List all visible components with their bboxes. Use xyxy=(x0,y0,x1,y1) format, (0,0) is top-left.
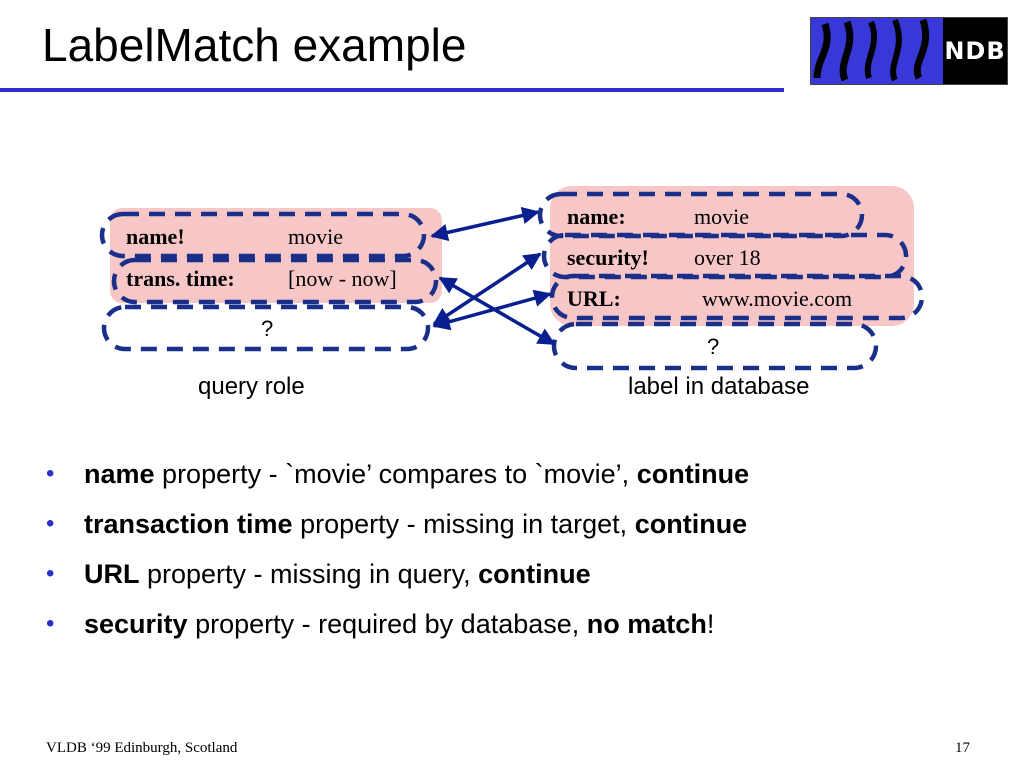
arrow-empty-to-security xyxy=(432,252,542,326)
arrow-empty-to-url xyxy=(432,289,552,331)
database-highlight xyxy=(550,186,914,326)
db-box-security xyxy=(541,232,909,280)
db-security-value: over 18 xyxy=(694,245,761,270)
db-empty-placeholder: ? xyxy=(707,334,720,359)
footer-conference: VLDB ‘99 Edinburgh, Scotland xyxy=(46,740,238,756)
query-name-label: name! xyxy=(126,224,185,249)
bullet-list: •name property - `movie’ compares to `mo… xyxy=(46,452,749,652)
query-transtime-value: [now - now] xyxy=(288,266,397,291)
query-box-name xyxy=(99,211,427,259)
bullet-dot: • xyxy=(46,560,55,587)
bullet-item: •security property - required by databas… xyxy=(46,602,749,652)
query-box-empty xyxy=(101,304,431,352)
db-box-name xyxy=(537,191,865,239)
db-url-label: URL: xyxy=(567,286,621,311)
arrow-transtime-to-empty xyxy=(438,276,556,346)
db-box-empty xyxy=(551,321,879,371)
query-transtime-label: trans. time: xyxy=(126,266,235,291)
title-underline xyxy=(0,88,784,92)
bullet-dot: • xyxy=(46,610,55,637)
bullet-item: •name property - `movie’ compares to `mo… xyxy=(46,452,749,502)
query-caption: query role xyxy=(198,373,305,400)
logo-wave-graphic xyxy=(811,18,943,84)
page-number: 17 xyxy=(955,740,970,756)
arrow-name-to-name xyxy=(430,206,540,242)
bullet-dot: • xyxy=(46,460,55,487)
bullet-dot: • xyxy=(46,510,55,537)
db-name-value: movie xyxy=(694,204,749,229)
ndb-logo: NDB xyxy=(810,17,1008,85)
bullet-item: •transaction time property - missing in … xyxy=(46,502,749,552)
query-empty-placeholder: ? xyxy=(261,316,274,341)
bullet-item: •URL property - missing in query, contin… xyxy=(46,552,749,602)
page-title: LabelMatch example xyxy=(42,19,467,71)
db-name-label: name: xyxy=(567,204,626,229)
db-security-label: security! xyxy=(567,245,649,270)
logo-text: NDB xyxy=(943,18,1007,84)
query-name-value: movie xyxy=(288,224,343,249)
db-url-value: www.movie.com xyxy=(702,286,853,311)
database-caption: label in database xyxy=(628,373,810,400)
